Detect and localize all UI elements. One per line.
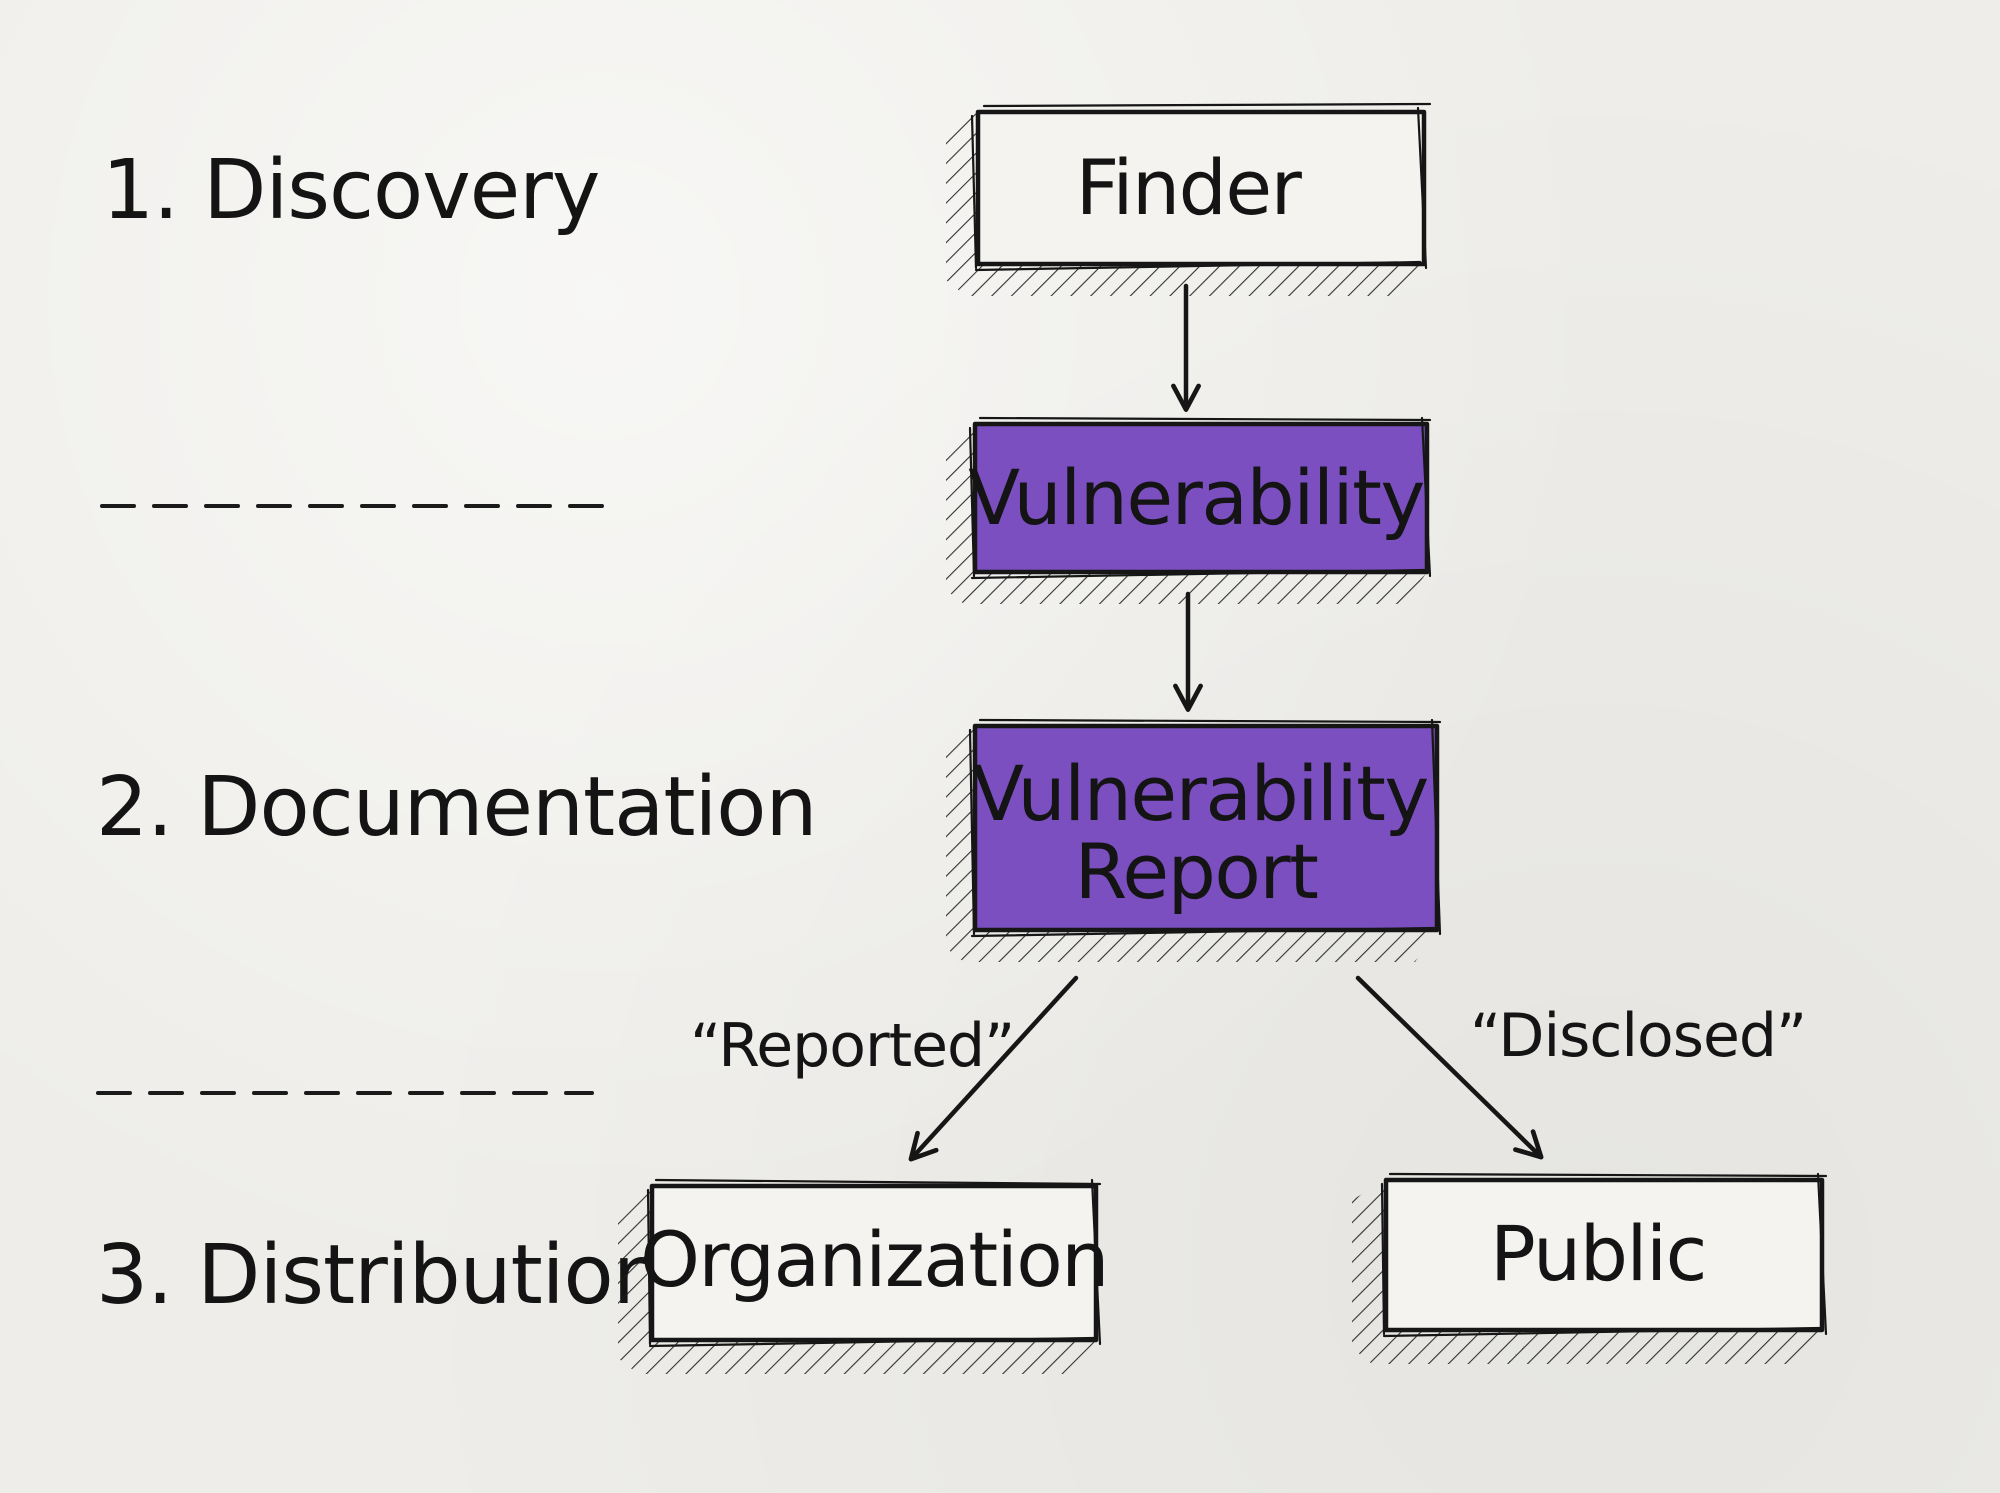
report-label-line2: Report xyxy=(1075,827,1318,916)
edge-report-to-organization xyxy=(908,975,1079,1162)
vulnerability-shadow xyxy=(946,424,1427,604)
vulnerability-label: Vulnerability xyxy=(968,453,1424,542)
stage-label-documentation: 2. Documentation xyxy=(96,760,816,855)
edge-label-reported: “Reported” xyxy=(690,1011,1014,1081)
organization-box xyxy=(652,1186,1096,1340)
edge-label-disclosed: “Disclosed” xyxy=(1470,1001,1806,1071)
stage-label-discovery: 1. Discovery xyxy=(102,143,599,238)
edge-report-to-public xyxy=(1355,975,1544,1160)
report-label-line1: Vulnerability xyxy=(972,749,1428,838)
node-finder: Finder xyxy=(946,102,1432,296)
public-box xyxy=(1386,1180,1822,1330)
report-shadow xyxy=(946,726,1437,962)
organization-shadow xyxy=(618,1186,1096,1374)
node-vulnerability-report: Vulnerability Report xyxy=(946,718,1442,962)
finder-shadow xyxy=(946,112,1424,296)
public-label: Public xyxy=(1490,1209,1706,1298)
node-organization: Organization xyxy=(618,1178,1109,1374)
node-vulnerability: Vulnerability xyxy=(946,416,1432,604)
stage-label-distribution: 3. Distribution xyxy=(96,1228,664,1323)
finder-label: Finder xyxy=(1076,143,1303,232)
public-shadow xyxy=(1352,1180,1822,1364)
organization-label: Organization xyxy=(640,1215,1108,1304)
node-public: Public xyxy=(1352,1172,1828,1364)
